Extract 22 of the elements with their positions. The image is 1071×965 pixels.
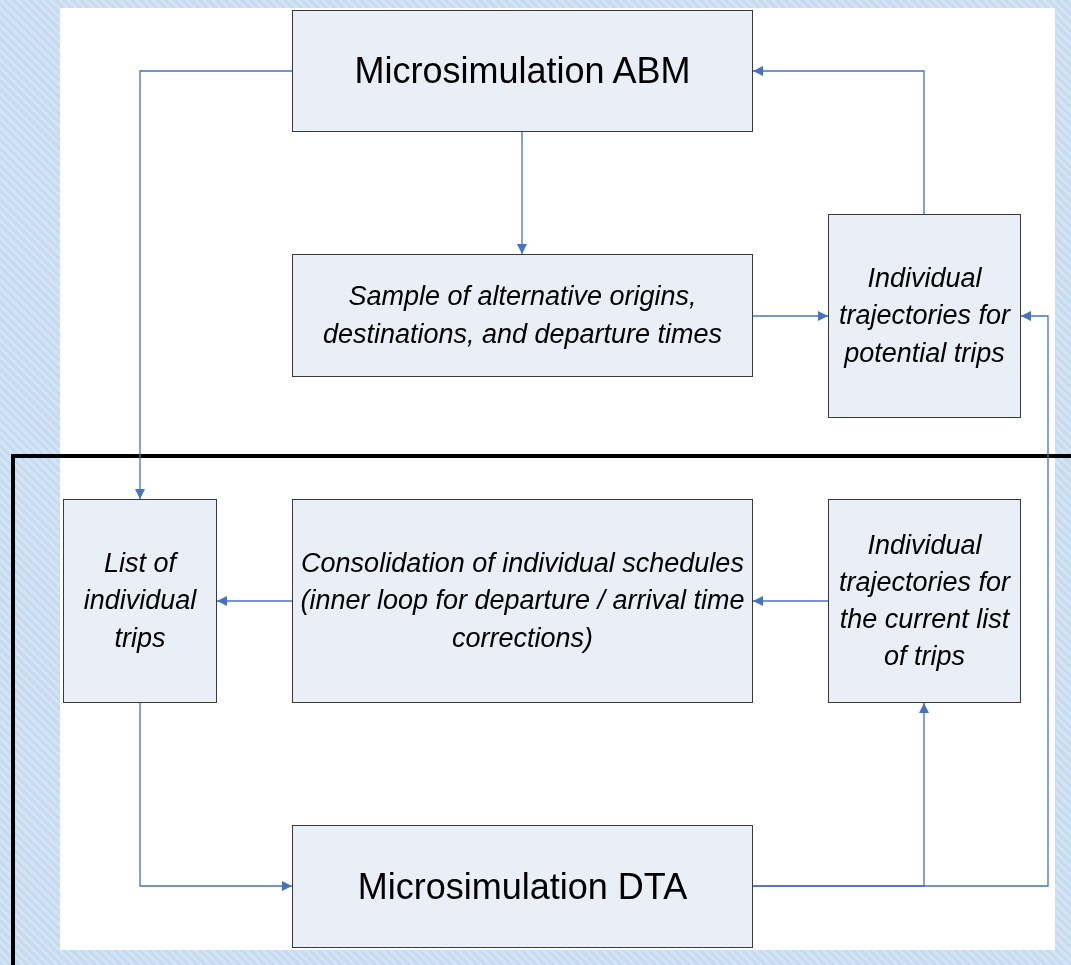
process-box [292,499,753,703]
arrow [752,596,829,606]
arrow [752,311,829,321]
arrow [752,311,1049,887]
process-box [828,499,1021,703]
process-box [63,499,217,703]
process-box [292,10,753,132]
box-label: Individual trajectories for potential trips [837,262,1012,370]
box-label: Sample of alternative origins, destinations, and departure times [321,280,724,351]
box-label: Individual trajectories for the current list of trips [837,528,1012,674]
box-label: Microsimulation DTA [357,864,688,909]
box-label: Consolidation of individual schedules (inner loop for departure / arrival time corrections) [299,547,746,655]
arrow [139,702,293,891]
box-label: List of individual trips [82,547,198,655]
arrow [135,70,293,500]
process-box [292,825,753,948]
process-box [292,254,753,377]
arrow [752,66,925,215]
process-box [828,214,1021,418]
box-label: Microsimulation ABM [354,49,691,94]
arrow [216,596,293,606]
arrow [517,131,527,255]
